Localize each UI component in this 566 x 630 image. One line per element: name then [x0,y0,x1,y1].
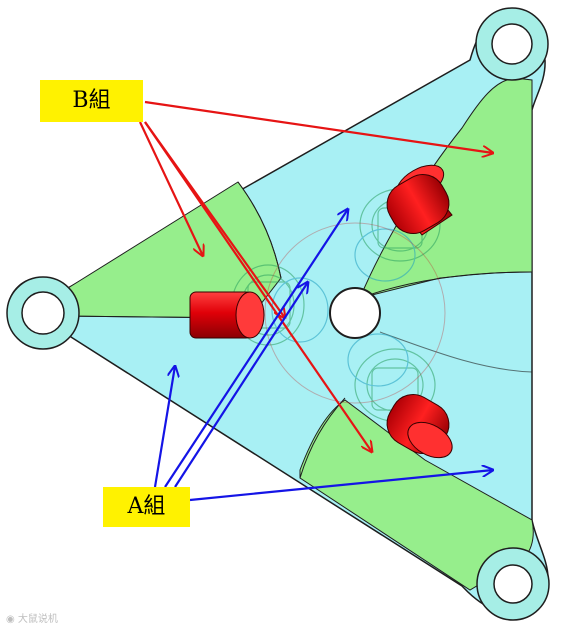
watermark-text: 大鼠说机 [17,614,58,625]
cylinder-top [386,164,453,236]
arrows-group-b [139,100,493,452]
group-a-label: A組 [103,487,190,527]
ring-bottom-right [476,547,550,621]
cylinder-left [189,291,265,339]
ring-top-right [475,7,549,81]
center-hole [329,287,381,339]
arrows-group-a [153,209,493,502]
group-b-label: B組 [40,80,143,122]
cylinder-bottom [386,394,453,459]
watermark: ◉ 大鼠说机 [6,610,58,625]
ring-left [6,276,80,350]
watermark-logo-icon: ◉ [6,614,15,625]
